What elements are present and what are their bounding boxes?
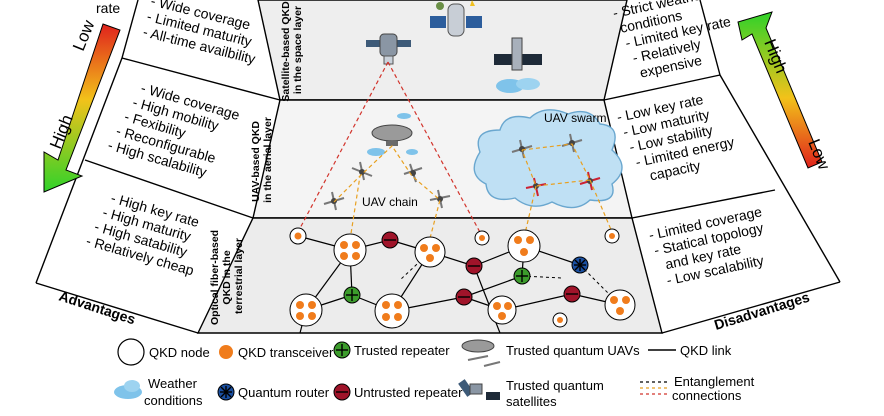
legend-trusted-satellites: Trusted quantum satellites [458,378,607,409]
advantages-aerial-list: - Wide coverage - High mobility - Fexibi… [106,75,245,185]
entanglement-connections [297,61,613,247]
legend-qkd-link: QKD link [648,343,732,358]
satellite-top-icon [430,0,482,37]
untrusted-repeater-1 [381,231,399,249]
qkd-node-4 [474,230,490,246]
svg-text:QKD link: QKD link [680,343,732,358]
qkd-node-11 [604,289,636,321]
legend-entanglement: Entanglement connections [640,374,758,403]
uav-drone-chain-4 [429,189,451,209]
satellite-icon [366,33,411,65]
svg-text:Entanglement connectio: Entanglement connections [672,374,758,403]
qkd-node-6 [604,228,620,244]
right-gradient-arrow: High Low [737,11,834,173]
untrusted-repeater-2 [465,257,483,275]
untrusted-repeater-3 [455,288,473,306]
disadvantages-panel-frame [603,0,841,334]
disadvantages-terrestrial-list: - Limited coverage - Statical topology a… [647,203,777,290]
uav-drone-chain-1 [351,161,373,181]
svg-text:QKD transceiver: QKD transceiver [238,345,334,360]
disadvantages-aerial-list: - Low key rate - Low maturity - Low stab… [615,86,742,188]
svg-text:Untrusted repeater: Untrusted repeater [354,385,463,400]
qkd-node-8 [374,293,410,329]
qkd-node-7 [289,293,323,327]
svg-text:- Wide coverage - High m: - Wide coverage - High mobility - Fexibi… [106,75,245,185]
advantages-panel-frame [35,0,281,334]
blimp-icon [367,113,418,156]
disadvantages-title: Disadvantages [712,289,811,333]
legend-qkd-transceiver: QKD transceiver [219,345,334,360]
svg-text:- Limited coverage - Sta: - Limited coverage - Statical topology a… [647,203,777,290]
advantages-space-list: - Wide coverage - Limited maturity - All… [142,0,265,67]
untrusted-repeater-4 [563,285,581,303]
qkd-node-9 [487,295,517,325]
advantages-terrestrial-list: - High key rate - High maturity - High s… [84,186,209,279]
satellite-weather-icon [494,37,542,93]
svg-text:Trusted quantum satell: Trusted quantum satellites [506,378,607,409]
legend-trusted-repeater: Trusted repeater [333,341,450,359]
qkd-node-10 [552,312,568,328]
uav-drone-chain-3 [323,191,345,211]
legend-qkd-node: QKD node [117,338,210,366]
svg-text:- High key rate - High m: - High key rate - High maturity - High s… [84,186,209,278]
disadvantages-space-list: - Strict weather conditions - Limited ke… [611,0,742,84]
advantages-title: Advantages [57,288,138,328]
legend: QKD node QKD transceiver Trusted repeate… [114,338,758,409]
aerial-layer-label: UAV-based QKD in the aerial layer [250,117,274,203]
qkd-node-2 [333,233,367,267]
svg-text:QKD node: QKD node [149,345,210,360]
uav-chain-label: UAV chain [362,195,418,209]
svg-text:- Low key rate - Low mat: - Low key rate - Low maturity - Low stab… [615,86,742,188]
space-layer-band [257,0,628,101]
trusted-repeater-2 [513,267,531,285]
left-arrow-caption: rate [96,0,120,16]
svg-text:Weather conditions: Weather conditions [144,376,203,408]
qkd-node-3 [414,236,446,268]
svg-text:Quantum router: Quantum router [238,385,330,400]
legend-weather: Weather conditions [114,376,203,408]
qkd-node-1 [289,227,307,245]
qkd-node-5 [507,229,541,263]
svg-text:Trusted quantum UAVs: Trusted quantum UAVs [506,343,640,358]
svg-text:- Wide coverage - Limite: - Wide coverage - Limited maturity - All… [142,0,265,67]
uav-swarm-label: UAV swarm [544,111,606,125]
legend-quantum-router: Quantum router [217,383,330,401]
space-layer-label: Satellite-based QKD in the space layer [280,0,304,102]
terrestrial-layer-band [196,217,663,334]
legend-trusted-uavs: Trusted quantum UAVs [461,339,640,367]
left-arrow-low-label: Low [69,17,99,54]
quantum-router-1 [571,256,589,274]
svg-text:Trusted repeater: Trusted repeater [354,343,450,358]
terrestrial-layer-label: Optical fiber-based QKD in the terrestri… [209,227,245,325]
svg-text:- Strict weather conditi: - Strict weather conditions - Limited ke… [611,0,742,84]
legend-untrusted-repeater: Untrusted repeater [333,383,463,401]
trusted-repeater-1 [343,286,361,304]
